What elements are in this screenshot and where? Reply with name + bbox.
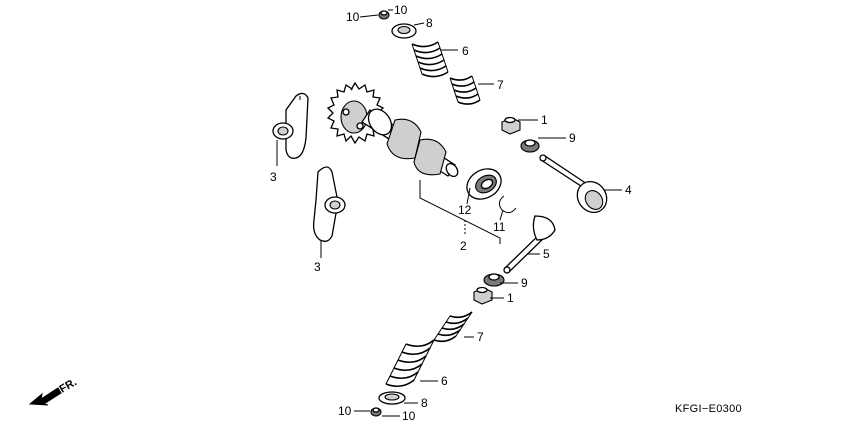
camshaft xyxy=(361,108,459,178)
bearing-circlip xyxy=(498,195,517,214)
callout-3-bottom: 3 xyxy=(314,260,321,274)
callout-3-top: 3 xyxy=(270,170,277,184)
callout-12: 12 xyxy=(458,203,472,217)
callout-10-top-left: 10 xyxy=(346,10,360,24)
callout-10-bottom-right: 10 xyxy=(402,409,416,423)
spring-seat-bottom xyxy=(483,273,505,287)
valve-cotter-top xyxy=(378,10,390,20)
inner-valve-spring-top xyxy=(449,75,481,105)
valve-stem-seal-bottom xyxy=(473,286,493,305)
spring-retainer-bottom xyxy=(378,391,406,405)
callout-8-bottom: 8 xyxy=(421,396,428,410)
callout-12-leader xyxy=(466,187,471,205)
callout-6-bottom: 6 xyxy=(441,374,448,388)
camshaft-assembly-bracket xyxy=(419,180,501,244)
callout-2: 2 xyxy=(460,239,467,253)
intake-valve xyxy=(503,215,556,274)
outer-valve-spring-top xyxy=(411,41,449,78)
rocker-arm-lower xyxy=(312,166,346,242)
callout-9-bottom: 9 xyxy=(521,276,528,290)
callout-11: 11 xyxy=(493,220,506,234)
front-label: FR. xyxy=(58,376,79,395)
spring-retainer-top xyxy=(391,23,417,39)
callout-10-bottom-left: 10 xyxy=(338,404,352,418)
callout-11-leader xyxy=(499,209,504,221)
cam-sprocket xyxy=(326,81,385,145)
callout-1-bottom: 1 xyxy=(507,291,514,305)
callout-7-bottom: 7 xyxy=(477,330,484,344)
callout-9-top: 9 xyxy=(569,131,576,145)
callout-5: 5 xyxy=(543,247,550,261)
reference-code: KFGI−E0300 xyxy=(675,403,742,415)
callout-10-top-right: 10 xyxy=(394,3,408,17)
callout-7-top: 7 xyxy=(497,78,504,92)
front-direction-arrow: FR. xyxy=(28,376,79,406)
front-arrow-icon xyxy=(28,387,62,406)
callout-8-top: 8 xyxy=(426,16,433,30)
callout-8-top-leader xyxy=(413,22,425,26)
valve-stem-seal-top xyxy=(501,116,521,135)
callout-10-tl-leader xyxy=(359,14,379,18)
rocker-arm-upper xyxy=(272,92,309,159)
exhaust-valve xyxy=(539,154,608,214)
callout-6-top: 6 xyxy=(462,44,469,58)
callout-4: 4 xyxy=(625,183,632,197)
outer-valve-spring-bottom xyxy=(385,339,435,388)
callout-1-top: 1 xyxy=(541,113,548,127)
spring-seat-top xyxy=(520,139,540,153)
inner-valve-spring-bottom xyxy=(433,311,473,343)
camshaft-bearing xyxy=(466,168,502,200)
valve-cotter-bottom xyxy=(370,407,382,417)
